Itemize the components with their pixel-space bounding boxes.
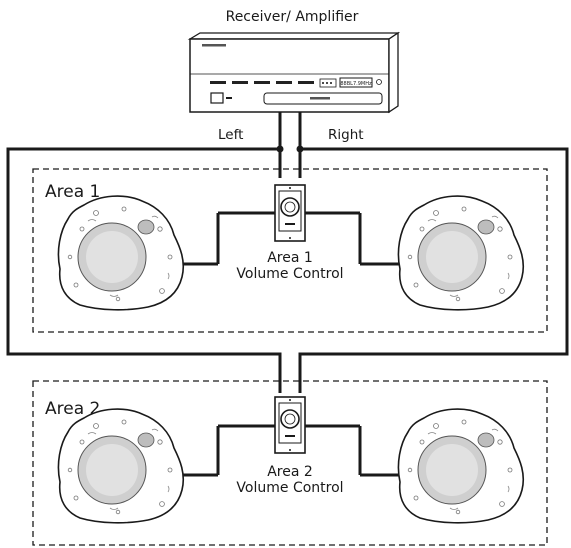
receiver-amplifier: 88BL7.9MHz: [187, 31, 401, 114]
area-1-volume-control: [274, 184, 306, 242]
area-1-right-rock-speaker: [397, 195, 525, 311]
area-1-vc-label-line2: Volume Control: [236, 266, 343, 282]
area-1-vc-label-line1: Area 1: [267, 250, 313, 266]
area-1-zone: Area 1 Area 1 Volume Control: [32, 168, 548, 333]
area-2-label: Area 2: [45, 399, 100, 419]
receiver-title: Receiver/ Amplifier: [226, 9, 359, 25]
receiver-speaker-wires: [276, 112, 304, 178]
area-2-vc-label-line1: Area 2: [267, 464, 313, 480]
right-bus-wire: [298, 147, 569, 393]
right-channel-label: Right: [328, 127, 364, 143]
area-1-label: Area 1: [45, 182, 100, 202]
left-bus-wire: [6, 147, 282, 393]
left-channel-label: Left: [218, 127, 243, 143]
area-2-right-rock-speaker: [397, 408, 525, 524]
area-2-vc-label-line2: Volume Control: [236, 480, 343, 496]
area-2-zone: Area 2 Area 2 Volume Control: [32, 380, 548, 546]
area-2-left-rock-speaker: [57, 408, 185, 524]
area-1-left-rock-speaker: [57, 195, 185, 311]
area-2-volume-control: [274, 396, 306, 454]
receiver-display-text: 88BL7.9MHz: [340, 81, 372, 87]
